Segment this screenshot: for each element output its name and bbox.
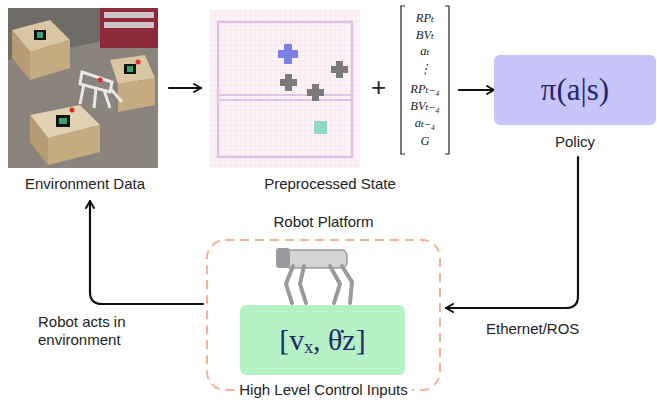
- node-caption: Policy: [494, 131, 656, 153]
- environment-node: Environment Data: [5, 5, 165, 197]
- policy-node: π(a|s)Policy: [498, 55, 652, 155]
- vector-bracket: [401, 6, 449, 154]
- state-map: [210, 10, 360, 168]
- connector-arrow: [446, 157, 578, 308]
- state-entry: RPₜ₋₄: [400, 82, 450, 96]
- state-entry: ⋮: [400, 62, 450, 76]
- policy-formula: π(a|s): [494, 55, 656, 125]
- state-entry: BVₜ₋₄: [400, 99, 450, 113]
- control-vector: [vₓ, θ̇z]: [236, 305, 409, 375]
- platform-node: Robot PlatformHigh Level Control Inputs[…: [205, 212, 442, 402]
- state-entry: RPₜ: [400, 11, 450, 25]
- plus-sign: +: [371, 74, 386, 100]
- environment-photo: [8, 8, 158, 168]
- state-entry: G: [400, 134, 450, 148]
- state-entry: aₜ: [400, 44, 450, 58]
- node-caption: Environment Data: [1, 173, 169, 195]
- text-patch: High Level Control Inputs: [235, 381, 411, 399]
- connector-arrow: [90, 201, 203, 304]
- control-box: [vₓ, θ̇z]: [240, 305, 405, 375]
- connector-arrow: [169, 87, 201, 89]
- state-entry: BVₜ: [400, 28, 450, 42]
- robot-illustration: [276, 248, 352, 303]
- edge-label: Robot acts in environment: [38, 313, 150, 349]
- node-heading: Robot Platform: [201, 212, 446, 232]
- state-entry: aₜ₋₄: [400, 116, 450, 130]
- node-caption: High Level Control Inputs: [201, 380, 446, 400]
- edge-label: Ethernet/ROS: [486, 320, 596, 338]
- platform-outline: [207, 240, 440, 390]
- node-caption: Preprocessed State: [201, 173, 459, 195]
- connector-arrow: [459, 89, 494, 91]
